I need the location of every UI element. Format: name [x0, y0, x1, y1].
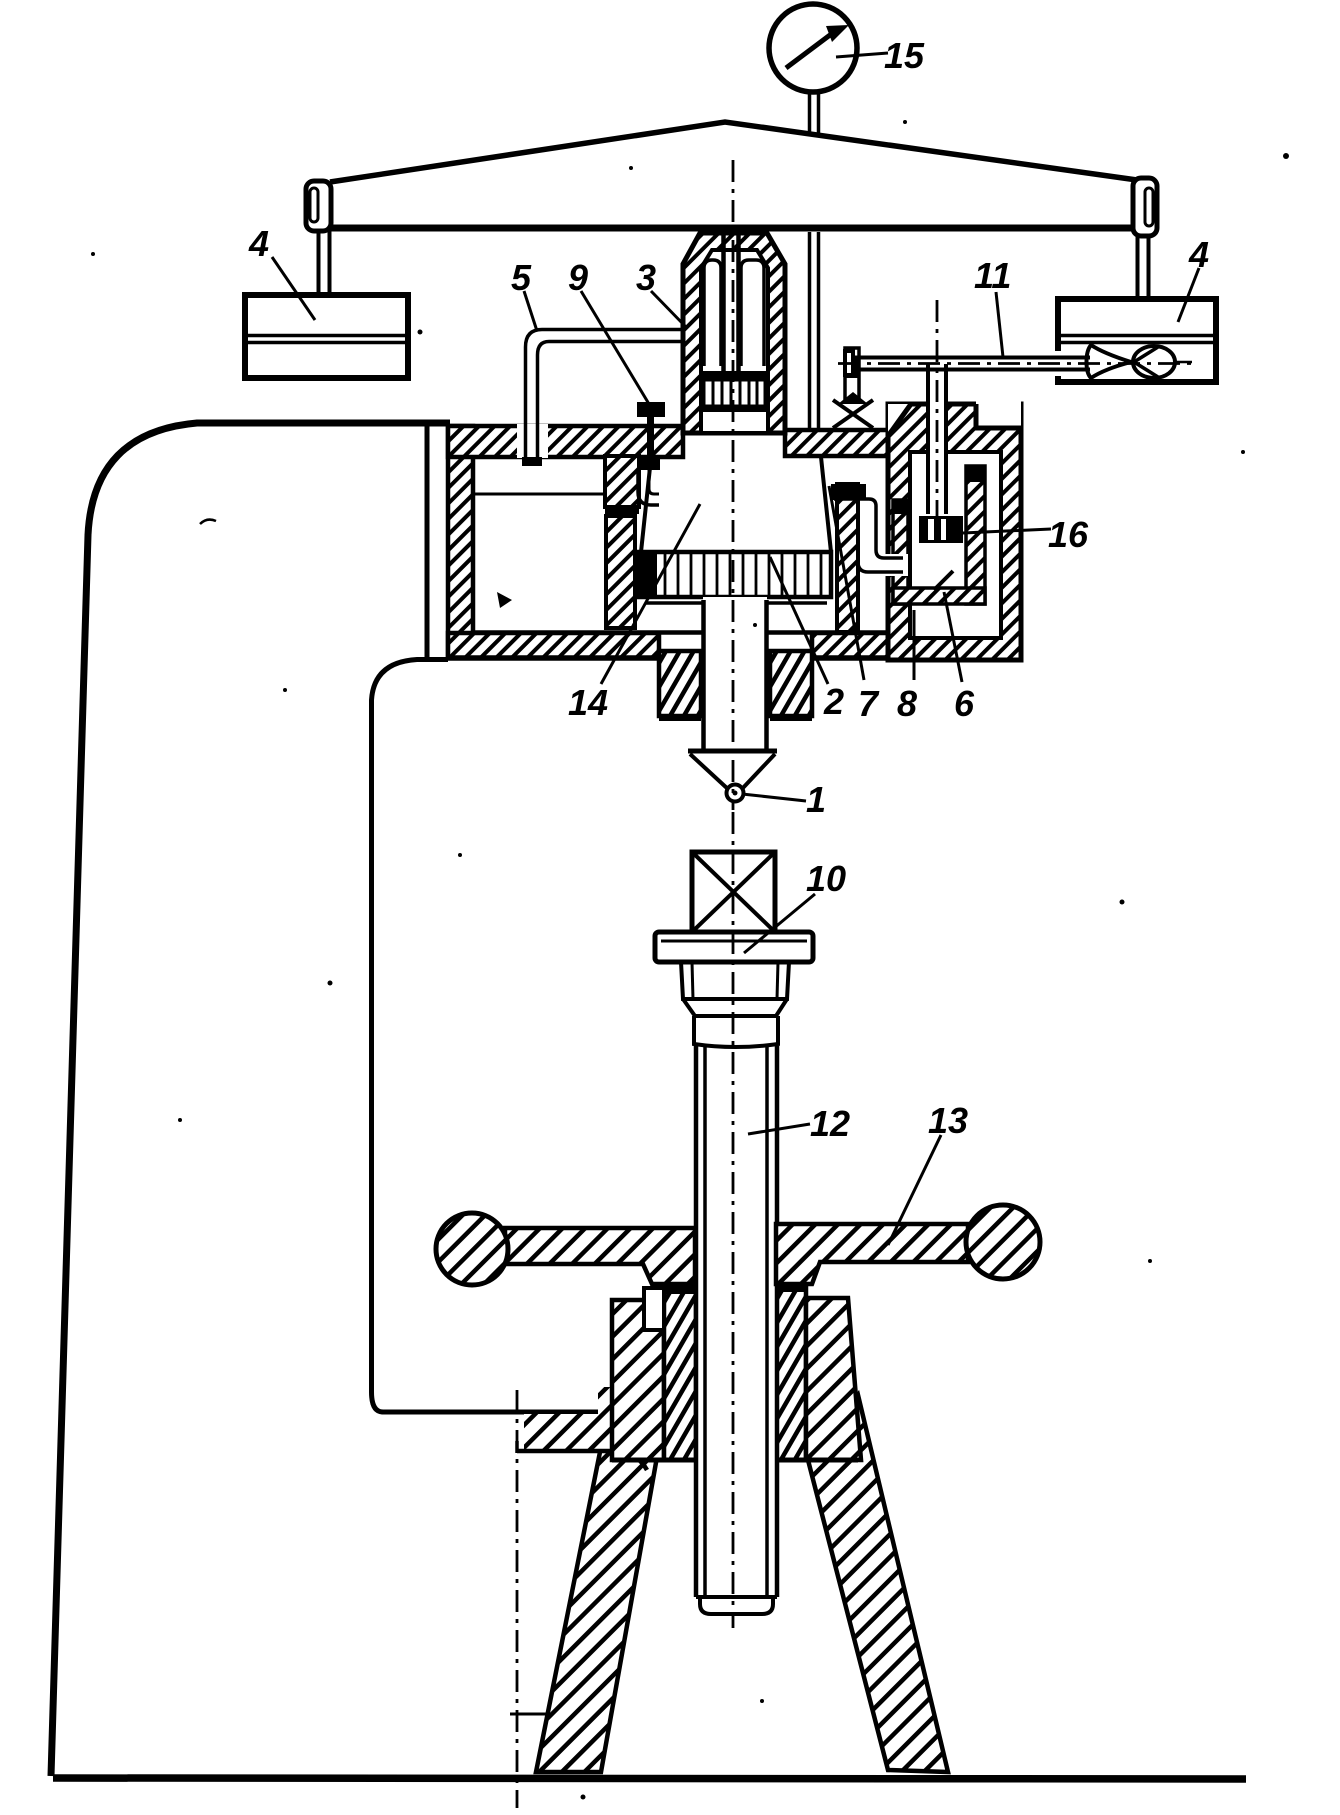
- svg-text:4: 4: [248, 223, 269, 264]
- svg-text:9: 9: [568, 257, 588, 298]
- svg-text:15: 15: [884, 35, 925, 76]
- svg-text:2: 2: [823, 681, 844, 722]
- svg-text:4: 4: [1188, 234, 1209, 275]
- svg-text:7: 7: [858, 683, 880, 724]
- svg-text:5: 5: [511, 257, 532, 298]
- svg-text:10: 10: [806, 858, 846, 899]
- svg-text:1: 1: [806, 779, 826, 820]
- svg-text:16: 16: [1048, 514, 1089, 555]
- svg-text:13: 13: [928, 1100, 968, 1141]
- svg-text:12: 12: [810, 1103, 850, 1144]
- svg-text:6: 6: [954, 683, 975, 724]
- svg-text:11: 11: [974, 255, 1011, 296]
- svg-text:3: 3: [636, 257, 656, 298]
- svg-text:14: 14: [568, 682, 608, 723]
- svg-text:8: 8: [897, 683, 917, 724]
